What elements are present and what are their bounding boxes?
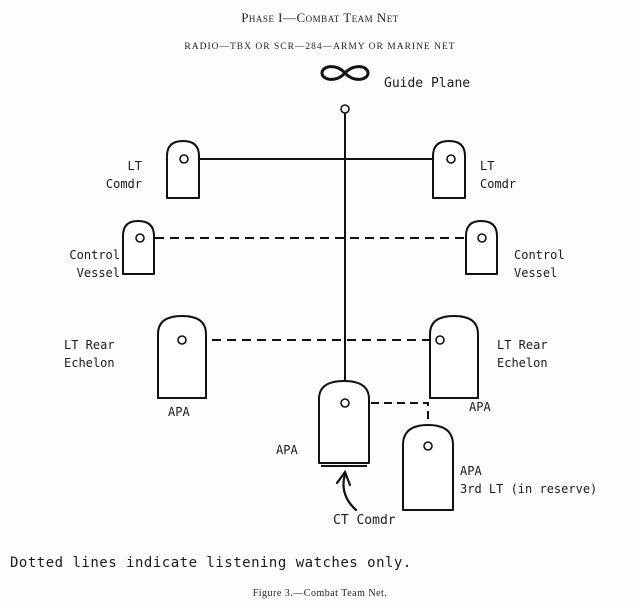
guide-plane-icon: [320, 65, 370, 81]
ship-lt-comdr-right: [432, 140, 466, 199]
rear-echelon-left-label: LT Rear Echelon: [64, 338, 115, 370]
figure-title: Phase I—Combat Team Net: [241, 10, 399, 25]
antenna-reserve: [423, 441, 433, 451]
ct-comdr-label: CT Comdr: [333, 513, 396, 528]
reserve-label: APA 3rd LT (in reserve): [460, 464, 598, 496]
ship-rear-right: [429, 315, 479, 399]
rear-echelon-right-label: LT Rear Echelon: [497, 338, 548, 370]
ship-control-right: [465, 220, 498, 275]
ship-reserve: [402, 424, 454, 511]
figure-subtitle: RADIO—TBX OR SCR—284—ARMY OR MARINE NET: [184, 42, 456, 52]
apa-left-label: APA: [168, 405, 190, 419]
figure-caption: Figure 3.—Combat Team Net.: [252, 588, 388, 599]
antenna-lt-left: [179, 154, 189, 164]
control-vessel-right-label: Control Vessel: [514, 248, 565, 280]
antenna-ct-comdr: [340, 398, 350, 408]
antenna-lt-right: [446, 154, 456, 164]
lt-comdr-right-label: LT Comdr: [480, 159, 517, 191]
legend-note: Dotted lines indicate listening watches …: [10, 555, 412, 571]
guide-plane-label: Guide Plane: [384, 76, 471, 91]
apa-center-label: APA: [276, 443, 298, 457]
apa-right-label: APA: [469, 400, 491, 414]
antenna-rear-left: [177, 335, 187, 345]
ship-lt-comdr-left: [166, 140, 200, 199]
ship-ct-comdr: [318, 380, 370, 464]
lt-comdr-left-label: LT Comdr: [105, 159, 142, 191]
antenna-control-right: [477, 233, 487, 243]
guide-plane-node: [340, 104, 350, 114]
antenna-rear-right: [435, 335, 445, 345]
ship-rear-left: [157, 315, 207, 399]
control-vessel-left-label: Control Vessel: [69, 248, 120, 280]
antenna-control-left: [135, 233, 145, 243]
ct-comdr-arrow: [335, 469, 358, 512]
ship-control-left: [122, 220, 155, 275]
